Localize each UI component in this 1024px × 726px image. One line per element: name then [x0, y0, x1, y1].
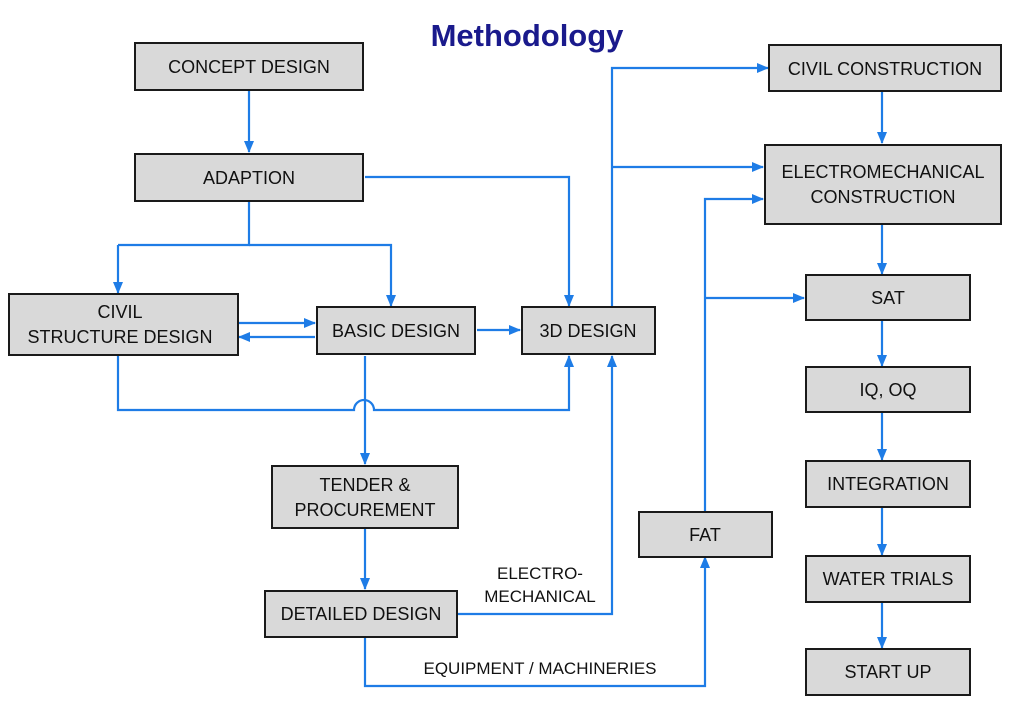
arrow-detailed-to-3d-design — [458, 355, 617, 616]
svg-text:BASIC DESIGN: BASIC DESIGN — [332, 321, 460, 341]
svg-text:INTEGRATION: INTEGRATION — [827, 474, 949, 494]
node-iq-oq: IQ, OQ — [805, 366, 971, 413]
node-3d-design: 3D DESIGN — [521, 306, 656, 355]
svg-text:FAT: FAT — [689, 525, 721, 545]
svg-text:CIVIL: CIVIL — [97, 302, 142, 322]
node-water-trials: WATER TRIALS — [805, 555, 971, 603]
svg-text:SAT: SAT — [871, 288, 905, 308]
node-start-up: START UP — [805, 648, 971, 696]
node-detailed-design: DETAILED DESIGN — [264, 590, 458, 638]
svg-text:TENDER &: TENDER & — [319, 475, 410, 495]
connectors — [113, 63, 887, 688]
svg-text:PROCUREMENT: PROCUREMENT — [294, 500, 435, 520]
node-fat: FAT — [638, 511, 773, 558]
svg-text:WATER TRIALS: WATER TRIALS — [823, 569, 954, 589]
edge-label-mechanical: MECHANICAL — [484, 587, 595, 606]
edge-label-electro: ELECTRO- — [497, 564, 583, 583]
node-electromechanical-construction: ELECTROMECHANICAL CONSTRUCTION — [764, 144, 1002, 225]
svg-text:CIVIL CONSTRUCTION: CIVIL CONSTRUCTION — [788, 59, 982, 79]
edge-label-equipment-machineries: EQUIPMENT / MACHINERIES — [424, 659, 657, 678]
node-civil-construction: CIVIL CONSTRUCTION — [768, 44, 1002, 92]
svg-text:CONCEPT DESIGN: CONCEPT DESIGN — [168, 57, 330, 77]
node-tender-procurement: TENDER & PROCUREMENT — [271, 465, 459, 529]
arrow-civil-to-3d-design — [116, 355, 574, 412]
node-adaption: ADAPTION — [134, 153, 364, 202]
node-basic-design: BASIC DESIGN — [316, 306, 476, 355]
arrow-adaption-to-3d-design — [365, 175, 574, 307]
line-adaption-branch — [118, 202, 251, 247]
arrow-3d-to-civil-construction — [610, 63, 769, 306]
svg-text:START UP: START UP — [844, 662, 931, 682]
page-title: Methodology — [431, 18, 625, 53]
svg-text:3D DESIGN: 3D DESIGN — [539, 321, 636, 341]
node-sat: SAT — [805, 274, 971, 321]
arrow-detailed-to-fat — [363, 556, 710, 688]
svg-text:DETAILED DESIGN: DETAILED DESIGN — [281, 604, 442, 624]
node-integration: INTEGRATION — [805, 460, 971, 508]
svg-text:CONSTRUCTION: CONSTRUCTION — [811, 187, 956, 207]
svg-text:ADAPTION: ADAPTION — [203, 168, 295, 188]
node-civil-structure-design: CIVIL STRUCTURE DESIGN — [8, 293, 239, 356]
svg-text:STRUCTURE DESIGN: STRUCTURE DESIGN — [27, 327, 212, 347]
node-concept-design: CONCEPT DESIGN — [134, 42, 364, 91]
arrow-fat-to-electromechanical — [703, 194, 764, 511]
svg-text:IQ, OQ: IQ, OQ — [859, 380, 916, 400]
arrow-branch-to-basic-design — [249, 243, 396, 307]
svg-text:ELECTROMECHANICAL: ELECTROMECHANICAL — [781, 162, 984, 182]
